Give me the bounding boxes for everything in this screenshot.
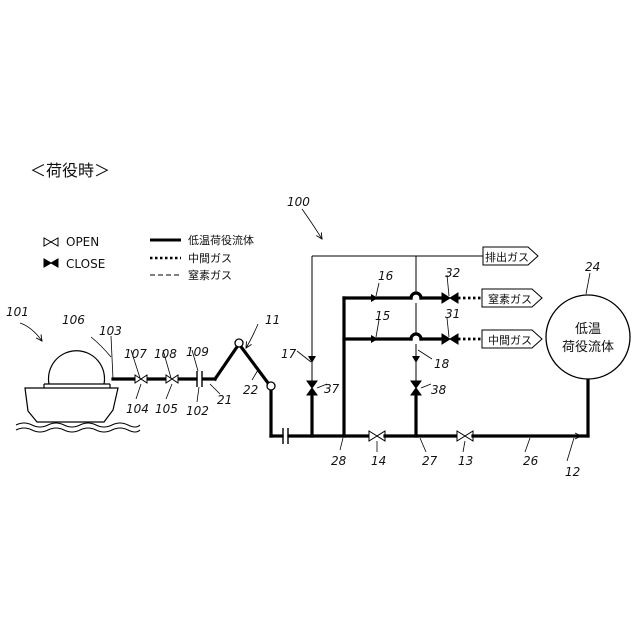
- ref-106: 106: [62, 313, 85, 327]
- ref-107: 107: [124, 347, 147, 361]
- ref-109: 109: [186, 345, 209, 359]
- ship-pipe: [113, 371, 215, 387]
- ref-32: 32: [445, 266, 460, 280]
- ref-28: 28: [331, 454, 347, 468]
- arrow-18-icon: [412, 356, 420, 363]
- ref-14: 14: [371, 454, 386, 468]
- water-wave-2: [16, 428, 140, 432]
- ref-17: 17: [281, 347, 297, 361]
- ref-101: 101: [6, 305, 29, 319]
- ref-22: 22: [243, 383, 258, 397]
- valve-37-close-icon: [307, 381, 317, 388]
- ref-105: 105: [155, 402, 178, 416]
- ref-15: 15: [375, 309, 390, 323]
- legend-close-label: CLOSE: [66, 257, 105, 271]
- legend-open-label: OPEN: [66, 235, 99, 249]
- valve-13-open-icon: [457, 431, 473, 441]
- arm-joint-bottom: [267, 382, 275, 390]
- valve-108-open-icon: [166, 375, 178, 383]
- cargo-tank: 低温 荷役流体: [546, 295, 630, 379]
- branch-lines: [307, 256, 483, 436]
- ref-13: 13: [458, 454, 473, 468]
- arrow-15-icon: [371, 335, 378, 343]
- ref-16: 16: [378, 269, 394, 283]
- valve-31-close-icon: [442, 334, 458, 344]
- ship-tank-dome: [49, 351, 105, 384]
- valve-107-open-icon: [135, 375, 147, 383]
- valve-38-close-icon: [411, 381, 421, 388]
- main-line: [271, 378, 588, 444]
- ship-hull: [25, 388, 118, 422]
- valve-14-open-icon: [369, 431, 385, 441]
- ref-37: 37: [324, 382, 340, 396]
- ref-26: 26: [523, 454, 539, 468]
- intermediate-gas-label: 中間ガス: [488, 334, 532, 347]
- legend: OPEN CLOSE 低温荷役流体 中間ガス 窒素ガス: [44, 233, 254, 282]
- nitrogen-box: 窒素ガス: [482, 289, 542, 307]
- ref-108: 108: [154, 347, 177, 361]
- ref-104: 104: [126, 402, 149, 416]
- ref-102: 102: [186, 404, 209, 418]
- ref-12: 12: [565, 465, 580, 479]
- ref-100: 100: [287, 195, 310, 209]
- arm-joint-top: [235, 339, 243, 347]
- open-valve-legend-icon: [44, 238, 58, 246]
- ref-18: 18: [434, 357, 450, 371]
- ref-38: 38: [431, 383, 447, 397]
- water-wave-1: [16, 423, 140, 427]
- intermediate-box: 中間ガス: [482, 330, 542, 348]
- tank-label-1: 低温: [575, 322, 601, 337]
- ref-31: 31: [445, 307, 460, 321]
- close-valve-legend-icon: [44, 259, 58, 267]
- ref-103: 103: [99, 324, 122, 338]
- ref-21: 21: [217, 393, 232, 407]
- legend-solid-label: 低温荷役流体: [188, 233, 254, 247]
- page-title: ＜荷役時＞: [30, 161, 110, 180]
- legend-dashed-label: 窒素ガス: [188, 268, 232, 282]
- exhaust-box: 排出ガス: [483, 247, 538, 265]
- ref-24: 24: [585, 260, 600, 274]
- ref-11: 11: [265, 313, 280, 327]
- exhaust-gas-label: 排出ガス: [485, 250, 529, 264]
- arrow-17-icon: [308, 356, 316, 363]
- ship: [16, 351, 140, 432]
- arrow-16-icon: [371, 294, 378, 302]
- tank-label-2: 荷役流体: [562, 340, 614, 355]
- tank-circle: [546, 295, 630, 379]
- legend-dotted-label: 中間ガス: [188, 252, 232, 265]
- ref-27: 27: [422, 454, 438, 468]
- nitrogen-gas-label: 窒素ガス: [488, 292, 532, 306]
- valve-32-close-icon: [442, 293, 458, 303]
